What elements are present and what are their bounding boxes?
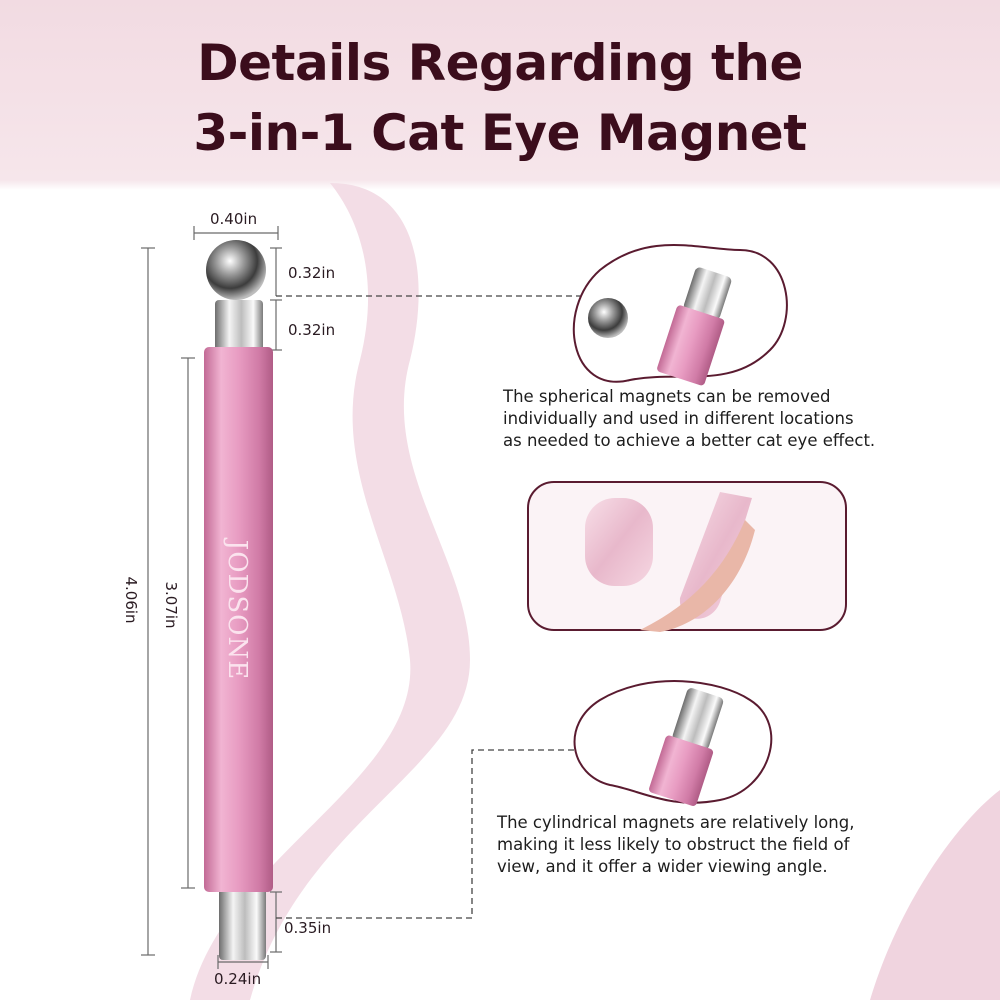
- top-cylinder-height-label: 0.32in: [288, 321, 336, 339]
- cylindrical-line-1: The cylindrical magnets are relatively l…: [497, 813, 855, 832]
- nail-long: [679, 492, 752, 619]
- detail-pen-top: [657, 267, 732, 386]
- pink-wave: [190, 183, 470, 1000]
- pink-corner: [870, 790, 1000, 1000]
- cylindrical-description: The cylindrical magnets are relatively l…: [497, 812, 854, 878]
- dimension-lines: [141, 226, 282, 969]
- spherical-line-2: individually and used in different locat…: [503, 409, 854, 428]
- nail-short: [585, 498, 653, 586]
- cylindrical-line-3: view, and it offer a wider viewing angle…: [497, 857, 828, 876]
- pen-body: [204, 347, 273, 892]
- detail-pen-bottom: [649, 688, 724, 806]
- finger: [640, 520, 755, 632]
- page-title-line-2: 3-in-1 Cat Eye Magnet: [193, 104, 807, 162]
- bottom-cylinder: [219, 885, 266, 960]
- detail-ball: [588, 298, 628, 338]
- page-title-line-1: Details Regarding the: [197, 34, 803, 92]
- spherical-line-3: as needed to achieve a better cat eye ef…: [503, 431, 876, 450]
- brand-logo: JODSONE: [222, 539, 252, 681]
- spherical-description: The spherical magnets can be removed ind…: [503, 386, 875, 452]
- magnet-pen: [204, 240, 273, 960]
- body-length-label: 3.07in: [162, 581, 180, 629]
- bottom-cylinder-width-label: 0.24in: [214, 970, 262, 988]
- total-length-label: 4.06in: [122, 576, 140, 624]
- ball-width-label: 0.40in: [210, 210, 258, 228]
- top-cylinder: [215, 300, 263, 352]
- bottom-cylinder-height-label: 0.35in: [284, 919, 332, 937]
- top-ball: [206, 240, 266, 300]
- leader-lines: [276, 295, 645, 919]
- cylindrical-line-2: making it less likely to obstruct the fi…: [497, 835, 850, 854]
- ball-height-label: 0.32in: [288, 264, 336, 282]
- spherical-line-1: The spherical magnets can be removed: [503, 387, 831, 406]
